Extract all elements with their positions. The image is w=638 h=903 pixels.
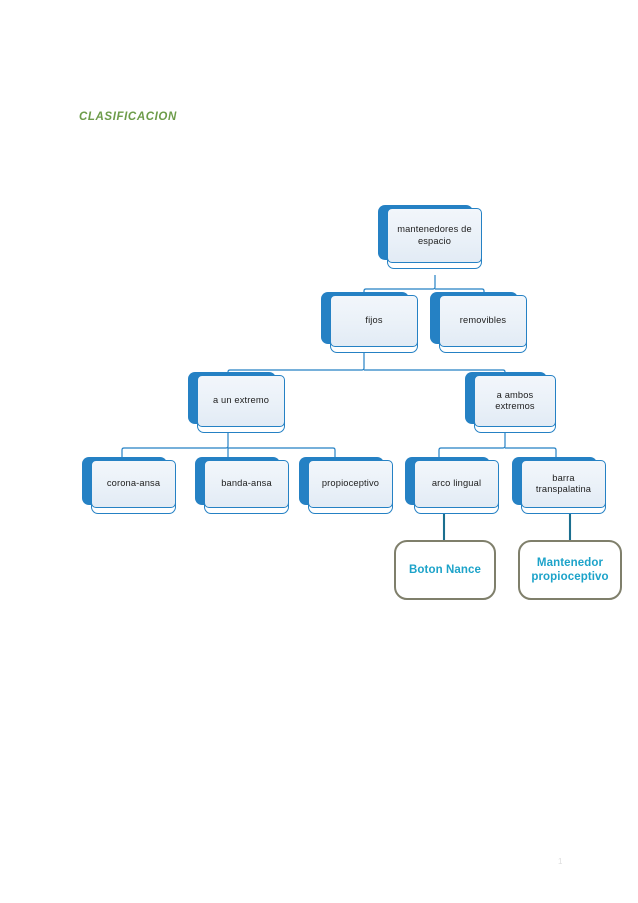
node-fijos[interactable]: fijos <box>321 292 418 353</box>
node-label: removibles <box>459 315 507 326</box>
node-label: propioceptivo <box>321 478 380 489</box>
node-removibles[interactable]: removibles <box>430 292 527 353</box>
node-face: corona-ansa <box>91 460 176 508</box>
node-face: propioceptivo <box>308 460 393 508</box>
node-label: a ambos extremos <box>495 389 535 412</box>
callout-boton-nance[interactable]: Boton Nance <box>394 540 496 600</box>
callout-label: Boton Nance <box>408 564 482 576</box>
node-mantenedores-de-espacio[interactable]: mantenedores de espacio <box>378 205 482 269</box>
node-barra-transpalatina[interactable]: barra transpalatina <box>512 457 606 514</box>
node-face: banda-ansa <box>204 460 289 508</box>
node-label: a un extremo <box>212 395 270 406</box>
callout-label: Mantenedor propioceptivo <box>531 557 609 583</box>
node-label: fijos <box>365 315 383 326</box>
node-a-ambos-extremos[interactable]: a ambos extremos <box>465 372 556 433</box>
node-face: mantenedores de espacio <box>387 208 482 263</box>
connector-ambos-left <box>438 432 506 459</box>
node-face: fijos <box>330 295 418 347</box>
node-arco-lingual[interactable]: arco lingual <box>405 457 499 514</box>
node-label: banda-ansa <box>221 478 272 489</box>
page-title: CLASIFICACION <box>79 111 177 123</box>
node-label: arco lingual <box>431 478 482 489</box>
node-banda-ansa[interactable]: banda-ansa <box>195 457 289 514</box>
node-face: barra transpalatina <box>521 460 606 508</box>
node-corona-ansa[interactable]: corona-ansa <box>82 457 176 514</box>
node-label: mantenedores de espacio <box>397 224 472 246</box>
node-face: arco lingual <box>414 460 499 508</box>
callout-mantenedor-propioceptivo[interactable]: Mantenedor propioceptivo <box>518 540 622 600</box>
node-a-un-extremo[interactable]: a un extremo <box>188 372 285 433</box>
node-label: barra transpalatina <box>535 472 592 495</box>
connector-unextremo-stem <box>121 432 229 459</box>
node-face: a un extremo <box>197 375 285 427</box>
node-face: a ambos extremos <box>474 375 556 427</box>
node-label: corona-ansa <box>106 478 161 489</box>
node-propioceptivo[interactable]: propioceptivo <box>299 457 393 514</box>
node-face: removibles <box>439 295 527 347</box>
page-number: 1 <box>558 857 563 866</box>
